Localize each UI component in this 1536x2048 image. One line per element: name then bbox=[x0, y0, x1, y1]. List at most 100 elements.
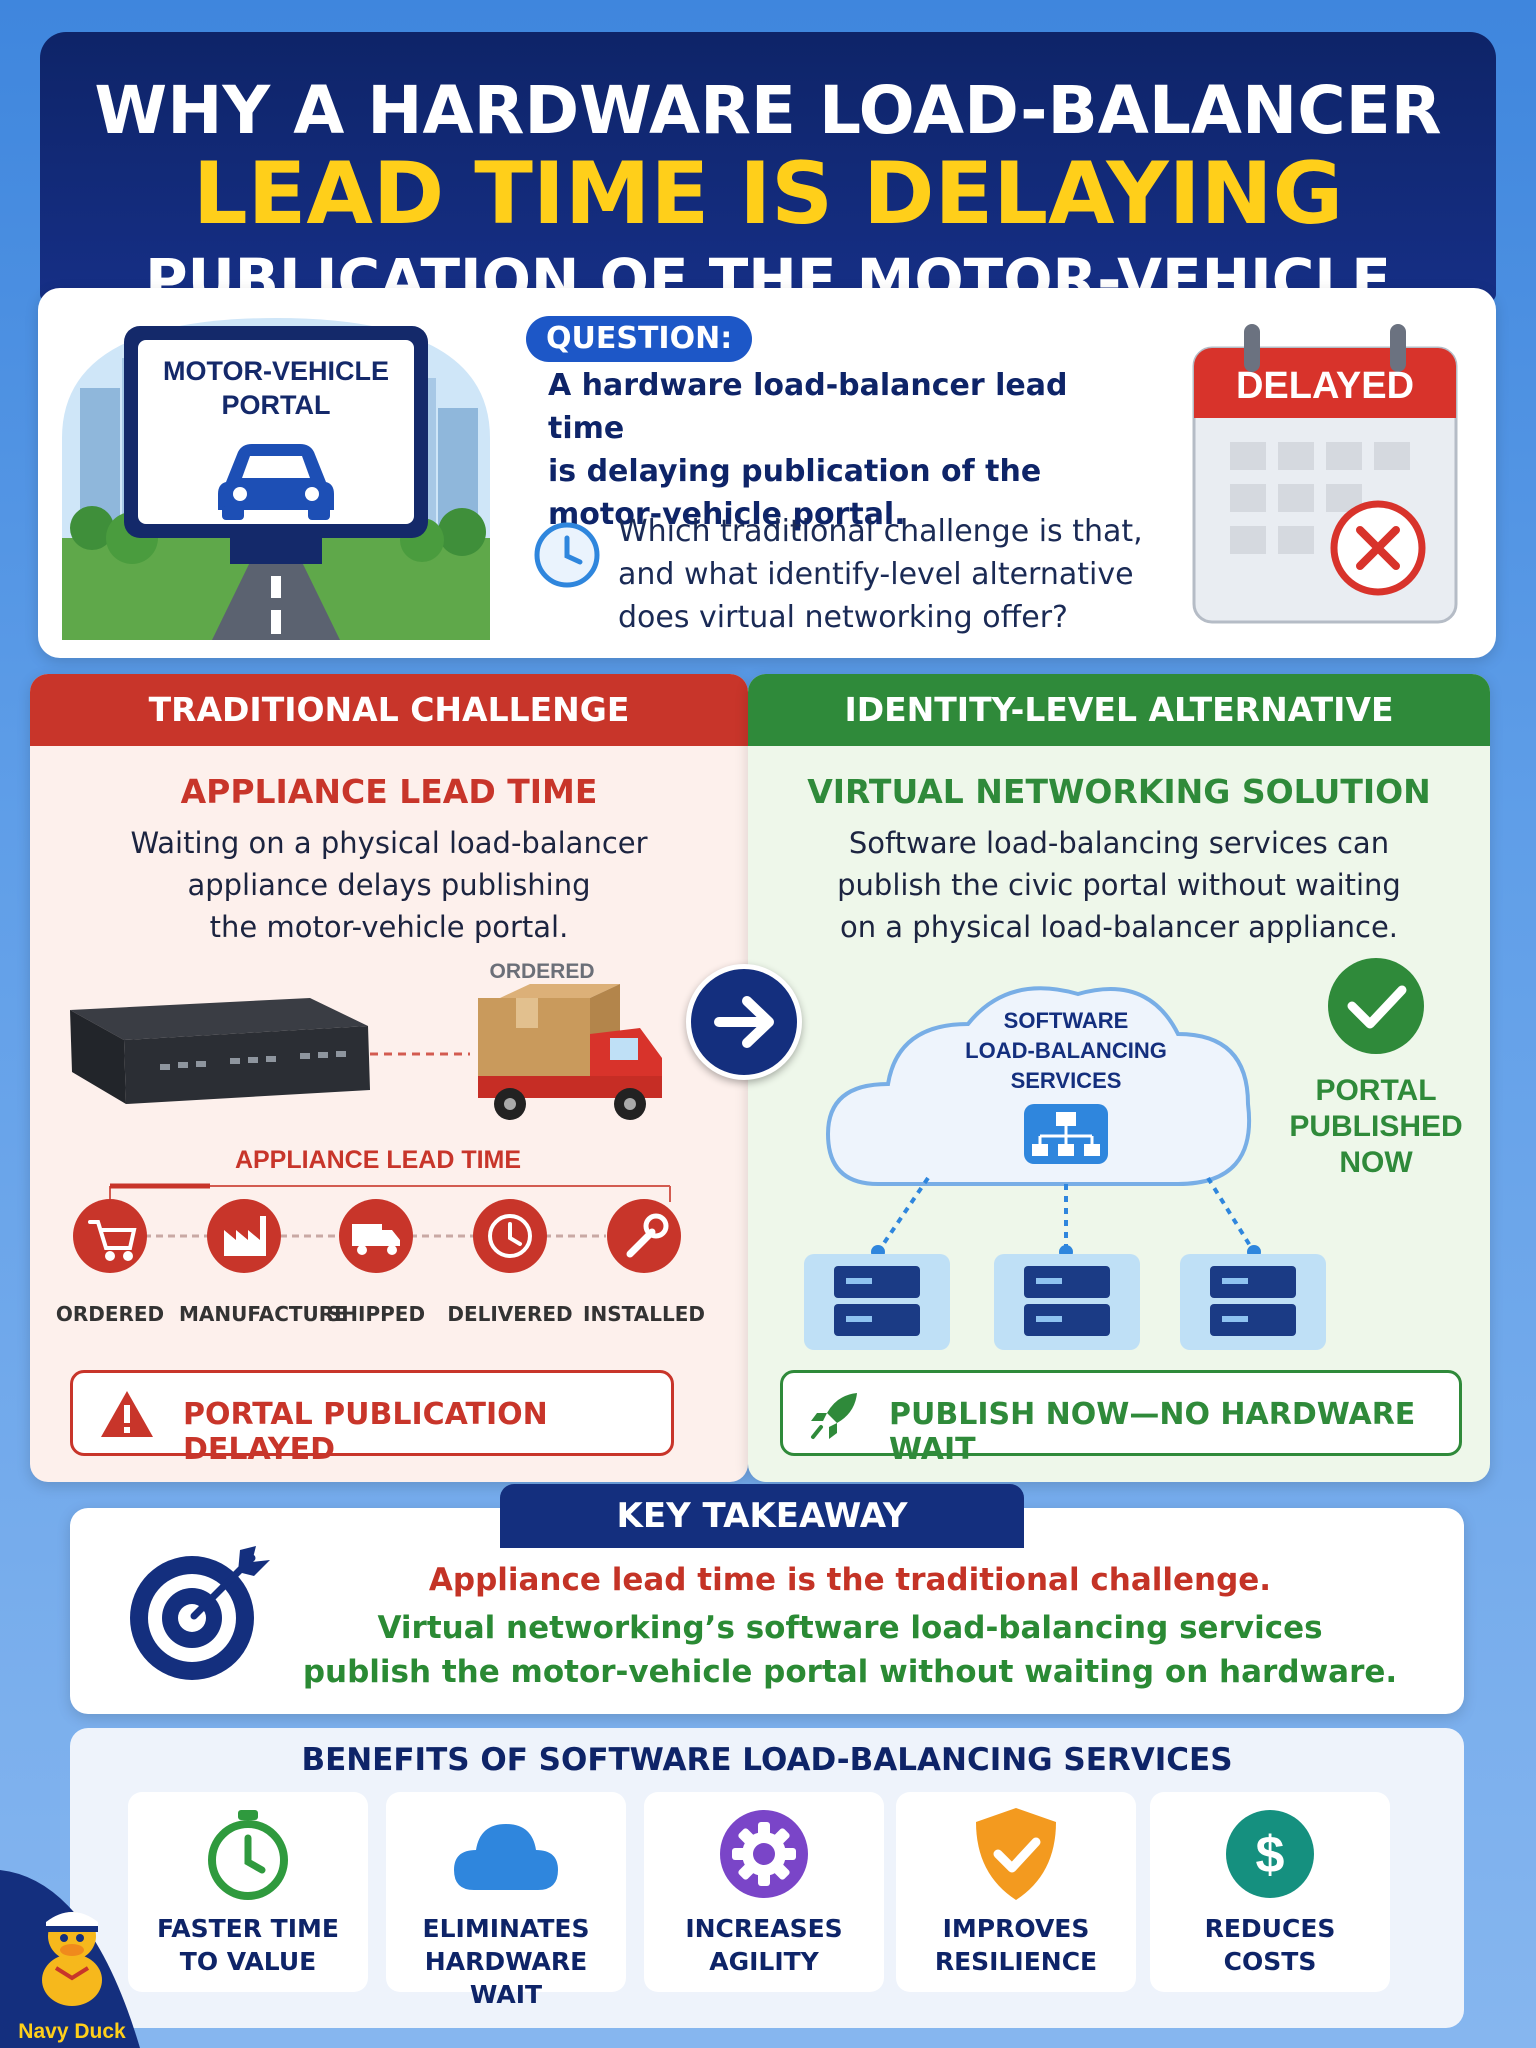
cart-icon bbox=[88, 1220, 137, 1261]
right-desc-line-2: publish the civic portal without waiting bbox=[837, 868, 1401, 902]
takeaway-lines-green: Virtual networking’s software load-balan… bbox=[300, 1606, 1400, 1694]
left-panel-description: Waiting on a physical load-balancer appl… bbox=[60, 822, 718, 948]
benefit-costs-line-2: COSTS bbox=[1223, 1947, 1317, 1976]
benefit-eliminates-line-1: ELIMINATES bbox=[422, 1914, 590, 1943]
network-hierarchy-icon bbox=[1024, 1104, 1108, 1164]
server-icon-3 bbox=[1180, 1254, 1326, 1350]
wrench-icon bbox=[626, 1213, 669, 1258]
clock-icon bbox=[534, 522, 600, 588]
step-label-installed: INSTALLED bbox=[583, 1302, 705, 1326]
status-line-1: PORTAL bbox=[1315, 1074, 1436, 1107]
cloud-label-3: SERVICES bbox=[1011, 1068, 1122, 1093]
svg-text:$: $ bbox=[1256, 1826, 1285, 1884]
cloud-label-2: LOAD-BALANCING bbox=[965, 1038, 1167, 1063]
delivery-truck-icon bbox=[478, 984, 662, 1120]
title-line-1: WHY A HARDWARE LOAD-BALANCER bbox=[94, 72, 1442, 149]
benefit-costs-line-1: REDUCES bbox=[1204, 1914, 1336, 1943]
screen-label-2: PORTAL bbox=[222, 390, 331, 420]
calendar-label: DELAYED bbox=[1236, 365, 1414, 407]
question-text: A hardware load-balancer lead time is de… bbox=[548, 364, 1148, 536]
left-desc-line-3: the motor-vehicle portal. bbox=[209, 910, 569, 944]
status-line-2: PUBLISHED bbox=[1289, 1110, 1462, 1143]
cloud-benefit-icon bbox=[454, 1824, 558, 1890]
delayed-banner-label: PORTAL PUBLICATION DELAYED bbox=[183, 1397, 548, 1467]
question-sub-line-3: does virtual networking offer? bbox=[618, 600, 1068, 635]
question-sub-line-2: and what identify-level alternative bbox=[618, 557, 1134, 592]
screen-label-1: MOTOR-VEHICLE bbox=[163, 356, 389, 386]
right-panel-description: Software load-balancing services can pub… bbox=[778, 822, 1460, 948]
right-panel-header: IDENTITY-LEVEL ALTERNATIVE bbox=[748, 674, 1490, 746]
shield-check-icon bbox=[976, 1808, 1056, 1900]
arrow-right-icon bbox=[686, 964, 802, 1080]
portal-monitor-illustration: MOTOR-VEHICLE PORTAL bbox=[62, 318, 490, 640]
software-load-balancing-illustration: SOFTWARE LOAD-BALANCING SERVICES bbox=[804, 958, 1463, 1350]
right-desc-line-1: Software load-balancing services can bbox=[848, 826, 1390, 860]
x-mark-icon bbox=[1330, 500, 1426, 596]
question-line-2: is delaying publication of the bbox=[548, 454, 1042, 489]
step-label-manufacture: MANUFACTURE bbox=[179, 1302, 348, 1326]
benefit-agility-line-1: INCREASES bbox=[685, 1914, 843, 1943]
benefit-label-costs: REDUCES COSTS bbox=[1150, 1912, 1390, 1978]
question-line-3: motor-vehicle portal. bbox=[548, 497, 906, 532]
benefits-title: BENEFITS OF SOFTWARE LOAD-BALANCING SERV… bbox=[301, 1742, 1233, 1778]
stopwatch-icon bbox=[208, 1810, 288, 1900]
title-line-2: LEAD TIME IS DELAYING bbox=[192, 144, 1344, 244]
left-desc-line-1: Waiting on a physical load-balancer bbox=[130, 826, 648, 860]
step-label-shipped: SHIPPED bbox=[326, 1302, 426, 1326]
benefit-faster-line-2: TO VALUE bbox=[179, 1947, 317, 1976]
ordered-tag: ORDERED bbox=[489, 960, 594, 983]
timeline-title: APPLIANCE LEAD TIME bbox=[235, 1146, 521, 1174]
shipping-truck-icon bbox=[352, 1224, 400, 1255]
question-badge: QUESTION: bbox=[526, 316, 753, 362]
navy-duck-logo: Navy Duck bbox=[0, 1870, 140, 2048]
target-icon bbox=[130, 1546, 270, 1680]
publish-now-banner: PUBLISH NOW—NO HARDWARE WAIT bbox=[780, 1370, 1462, 1467]
benefit-agility-line-2: AGILITY bbox=[709, 1947, 819, 1976]
publish-now-label: PUBLISH NOW—NO HARDWARE WAIT bbox=[889, 1397, 1416, 1467]
benefit-resilience-line-2: RESILIENCE bbox=[934, 1947, 1098, 1976]
takeaway-line-3: publish the motor-vehicle portal without… bbox=[302, 1654, 1398, 1690]
cloud-label-1: SOFTWARE bbox=[1004, 1008, 1129, 1033]
server-icon-2 bbox=[994, 1254, 1140, 1350]
car-icon bbox=[218, 444, 334, 520]
question-sub-line-1: Which traditional challenge is that, bbox=[618, 514, 1143, 549]
lead-time-illustration: ORDERED APPLIANCE LEAD TIME bbox=[70, 960, 681, 1273]
benefit-faster-line-1: FASTER TIME bbox=[157, 1914, 339, 1943]
left-panel-subtitle: APPLIANCE LEAD TIME bbox=[180, 772, 598, 811]
benefit-label-agility: INCREASES AGILITY bbox=[644, 1912, 884, 1978]
brand-name: Navy Duck bbox=[18, 2020, 126, 2043]
benefit-label-faster: FASTER TIME TO VALUE bbox=[128, 1912, 368, 1978]
factory-icon bbox=[224, 1216, 266, 1256]
dollar-icon: $ bbox=[1226, 1810, 1314, 1898]
clock-step-icon bbox=[488, 1214, 532, 1258]
warning-icon bbox=[101, 1391, 153, 1437]
left-panel-header: TRADITIONAL CHALLENGE bbox=[30, 674, 748, 746]
question-line-1: A hardware load-balancer lead time bbox=[548, 368, 1068, 446]
step-label-delivered: DELIVERED bbox=[447, 1302, 573, 1326]
traditional-challenge-panel: TRADITIONAL CHALLENGE APPLIANCE LEAD TIM… bbox=[30, 674, 748, 1482]
benefit-resilience-line-1: IMPROVES bbox=[942, 1914, 1090, 1943]
takeaway-line-2: Virtual networking’s software load-balan… bbox=[377, 1610, 1323, 1646]
left-desc-line-2: appliance delays publishing bbox=[187, 868, 591, 902]
rocket-icon bbox=[811, 1393, 857, 1439]
delayed-banner: PORTAL PUBLICATION DELAYED bbox=[70, 1370, 674, 1467]
status-line-3: NOW bbox=[1339, 1146, 1413, 1179]
step-label-ordered: ORDERED bbox=[55, 1302, 165, 1326]
delayed-calendar-illustration: DELAYED bbox=[1192, 324, 1458, 624]
takeaway-line-1: Appliance lead time is the traditional c… bbox=[428, 1562, 1272, 1598]
benefit-label-eliminates: ELIMINATES HARDWARE WAIT bbox=[386, 1912, 626, 2011]
question-subtext: Which traditional challenge is that, and… bbox=[618, 510, 1178, 639]
identity-alternative-panel: IDENTITY-LEVEL ALTERNATIVE VIRTUAL NETWO… bbox=[748, 674, 1490, 1482]
right-panel-subtitle: VIRTUAL NETWORKING SOLUTION bbox=[807, 772, 1431, 811]
right-desc-line-3: on a physical load-balancer appliance. bbox=[839, 910, 1399, 944]
cloud-icon bbox=[825, 986, 1252, 1186]
benefit-label-resilience: IMPROVES RESILIENCE bbox=[896, 1912, 1136, 1978]
key-takeaway-tab: KEY TAKEAWAY bbox=[500, 1484, 1024, 1548]
check-circle-icon bbox=[1328, 958, 1424, 1054]
server-icon-1 bbox=[804, 1254, 950, 1350]
header-banner: WHY A HARDWARE LOAD-BALANCER LEAD TIME I… bbox=[40, 32, 1496, 382]
benefit-eliminates-line-2: HARDWARE WAIT bbox=[424, 1947, 588, 2009]
arrow-right-glyph bbox=[714, 996, 774, 1048]
appliance-icon bbox=[70, 998, 370, 1104]
gear-icon bbox=[720, 1810, 808, 1898]
